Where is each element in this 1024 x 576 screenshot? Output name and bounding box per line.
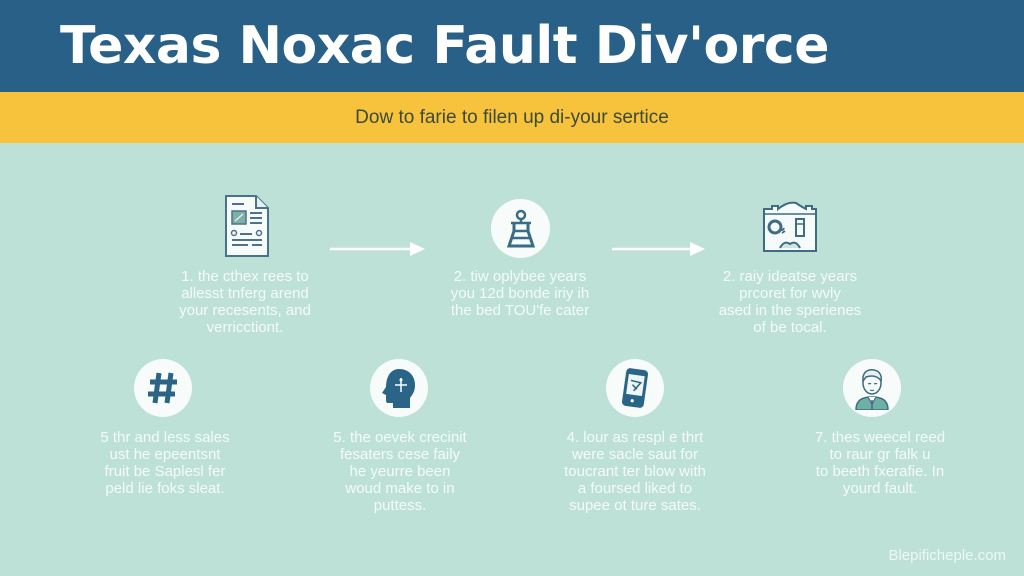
arrow-right-icon	[612, 241, 705, 257]
footer-site: Blepificheple.com	[888, 547, 1006, 564]
calendar-icon	[760, 197, 820, 255]
step-6-text: 4. lour as respl e thrt were sacle saut …	[564, 429, 706, 514]
step-7: 7. thes weecel reed to raur gr falk u to…	[790, 429, 970, 497]
head-icon	[370, 359, 428, 417]
step-3: 2. raiy ideatse years prcoret for wvly a…	[690, 268, 890, 336]
phone-icon	[606, 359, 664, 417]
step-1-text: 1. the cthex rees to allesst tnferg aren…	[179, 268, 311, 336]
step-1: 1. the cthex rees to allesst tnferg aren…	[140, 268, 350, 336]
subtitle-banner: Dow to farie to filen up di-your sertice	[0, 92, 1024, 143]
page-subtitle: Dow to farie to filen up di-your sertice	[355, 107, 669, 128]
step-4: 5 thr and less sales ust he epeentsnt fr…	[80, 429, 250, 497]
page-title: Texas Noxac Fault Div'orce	[60, 16, 829, 76]
person-icon	[843, 359, 901, 417]
title-banner: Texas Noxac Fault Div'orce	[0, 0, 1024, 92]
step-2-text: 2. tiw oplybee years you 12d bonde iriy …	[450, 268, 590, 319]
document-icon	[222, 193, 272, 261]
flask-icon	[491, 199, 550, 258]
arrow-right-icon	[330, 241, 425, 257]
step-3-text: 2. raiy ideatse years prcoret for wvly a…	[718, 268, 862, 336]
step-5-text: 5. the oevek crecinit fesaters cese fail…	[333, 429, 467, 514]
step-2: 2. tiw oplybee years you 12d bonde iriy …	[420, 268, 620, 319]
hash-icon	[134, 359, 192, 417]
step-4-text: 5 thr and less sales ust he epeentsnt fr…	[100, 429, 230, 497]
step-5: 5. the oevek crecinit fesaters cese fail…	[310, 429, 490, 514]
step-7-text: 7. thes weecel reed to raur gr falk u to…	[814, 429, 946, 497]
step-6: 4. lour as respl e thrt were sacle saut …	[540, 429, 730, 514]
